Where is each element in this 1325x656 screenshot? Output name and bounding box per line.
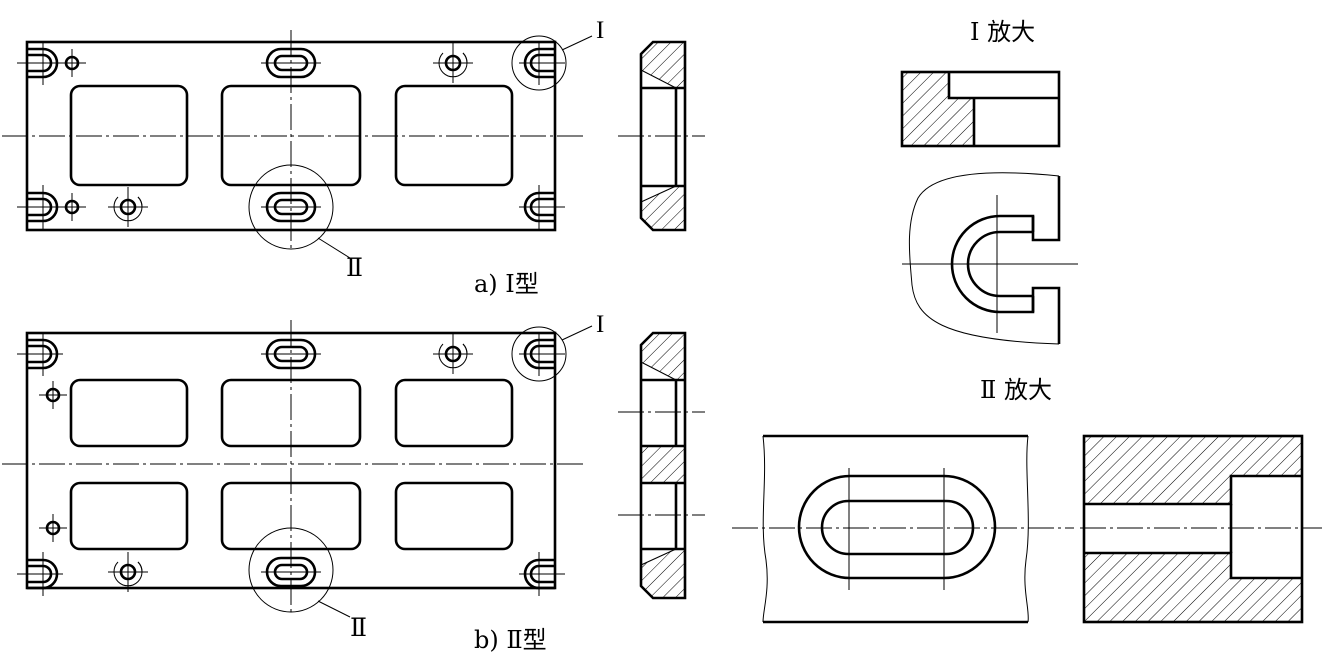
plate-type-2-front-view xyxy=(2,320,593,618)
detail-1-title: I 放大 xyxy=(970,18,1035,46)
plate-type-1-front-view xyxy=(2,30,593,259)
detail-1-section xyxy=(900,70,1061,148)
callout-label-I-b: I xyxy=(596,311,604,338)
callout-label-I-a: I xyxy=(596,17,604,44)
plate-type-2-side-section xyxy=(618,331,705,600)
detail-2-title: Ⅱ 放大 xyxy=(980,376,1052,404)
callout-label-II-b: Ⅱ xyxy=(350,615,367,642)
detail-2-section xyxy=(1080,434,1322,624)
caption-type-1: a) Ⅰ型 xyxy=(474,270,539,298)
caption-type-2: b) Ⅱ型 xyxy=(474,626,547,654)
detail-2-plan xyxy=(732,434,1074,624)
plate-type-1-side-section xyxy=(618,40,705,232)
callout-label-II-a: Ⅱ xyxy=(346,255,363,282)
detail-1-plan xyxy=(902,172,1078,345)
